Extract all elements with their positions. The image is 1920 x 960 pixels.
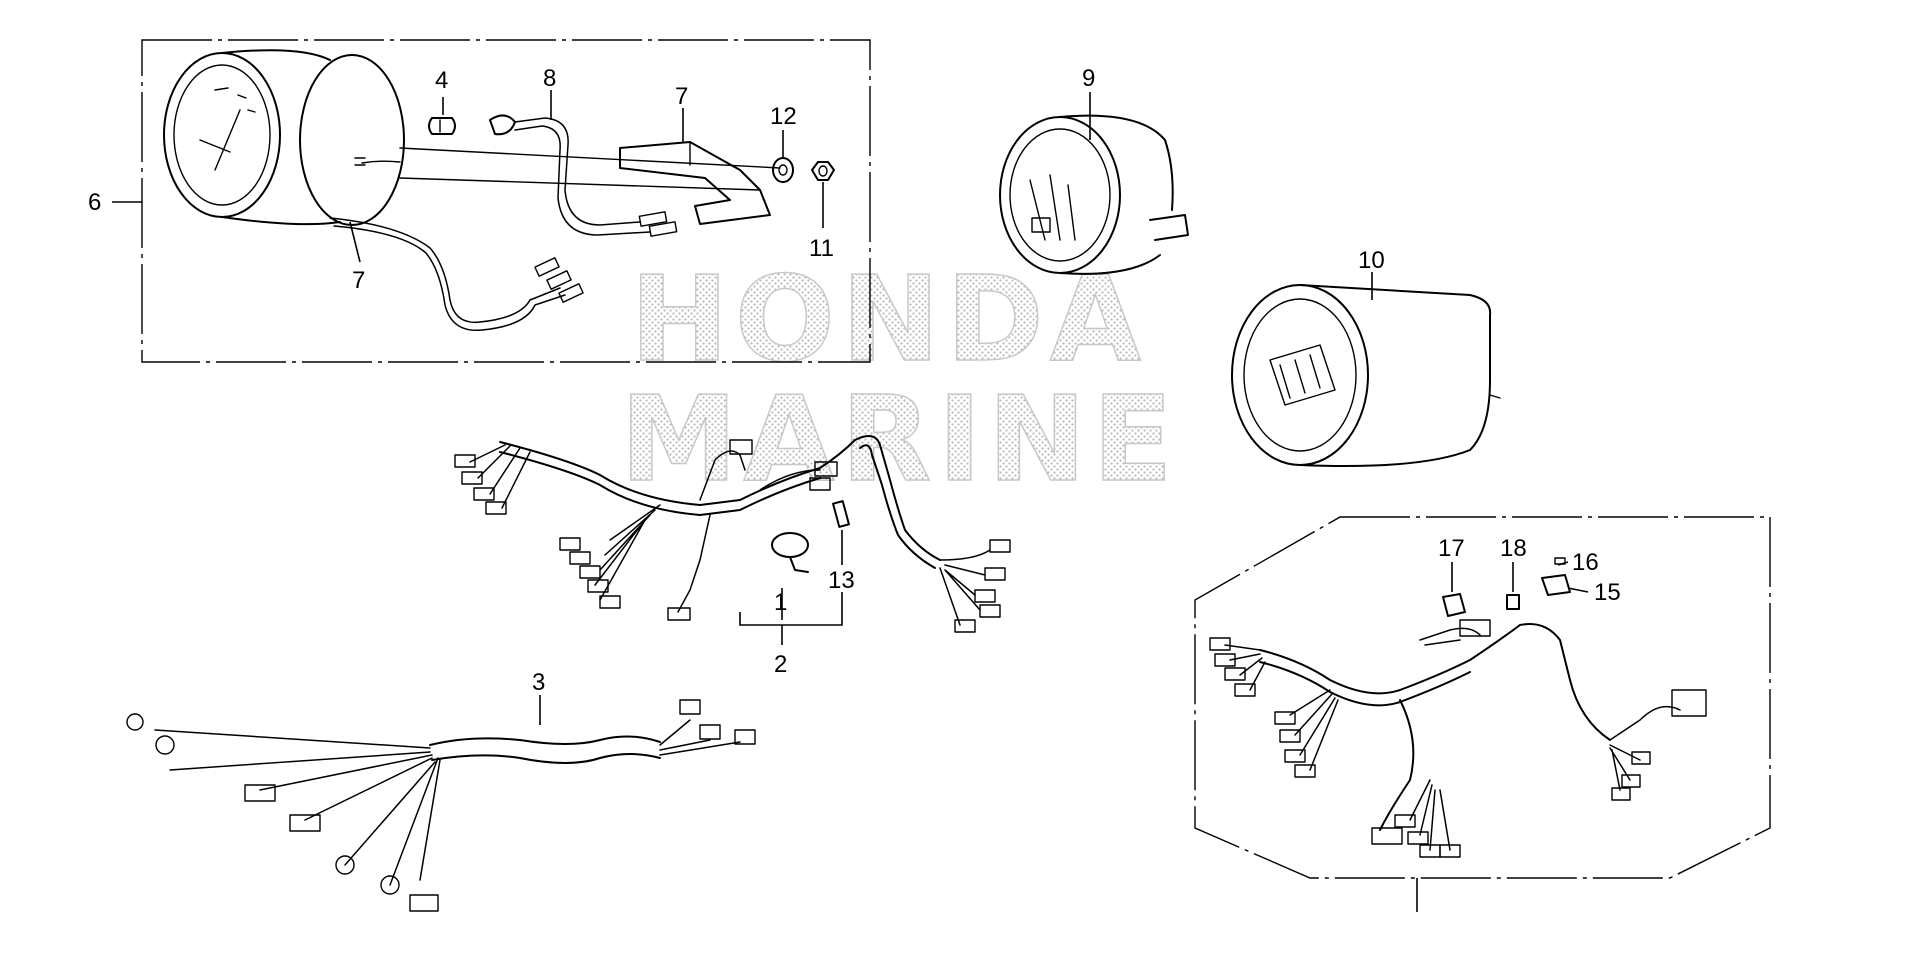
callout-8: 8	[543, 65, 556, 92]
harness-clamp	[771, 532, 809, 573]
callout-3: 3	[532, 669, 545, 696]
callout-5: 6	[88, 189, 101, 216]
relay	[1541, 574, 1571, 596]
holder-17	[1442, 593, 1466, 617]
watermark: HONDA MARINE	[619, 249, 1179, 509]
watermark-line-1: HONDA	[630, 250, 1147, 388]
tachometer	[163, 49, 405, 226]
washer	[772, 157, 794, 183]
bulb	[428, 117, 456, 135]
callout-16: 16	[1572, 549, 1599, 576]
callout-9: 9	[1082, 65, 1095, 92]
tach-connectors	[534, 257, 584, 303]
callout-15: 15	[1594, 579, 1621, 606]
bulb-socket-wire	[489, 114, 678, 237]
trim-meter	[1231, 284, 1501, 467]
watermark-line-2: MARINE	[620, 370, 1179, 508]
callout-2: 2	[774, 651, 787, 678]
callout-13: 13	[828, 567, 855, 594]
callout-12: 12	[770, 103, 797, 130]
nut	[811, 161, 835, 181]
fuse-18	[1506, 594, 1520, 610]
harness-kit-frame	[1194, 516, 1771, 879]
callout-4: 4	[435, 67, 448, 94]
meter-stay	[619, 141, 771, 225]
callout-10: 10	[1358, 247, 1385, 274]
extension-harness	[126, 699, 756, 912]
meter-kit-frame	[141, 39, 871, 363]
callout-numbers: 6 7 4 8 7 12 11 9 10 1 13 2 3 17 18 16 1…	[88, 65, 1621, 696]
callout-7: 7	[675, 83, 688, 110]
callout-1: 1	[774, 589, 787, 616]
callout-11: 11	[809, 235, 834, 262]
leader-lines	[112, 90, 1589, 912]
tach-wire	[329, 217, 561, 324]
fuel-gauge	[999, 114, 1189, 275]
fuse	[832, 500, 850, 528]
callout-18: 18	[1500, 535, 1527, 562]
callout-6: 7	[352, 267, 365, 294]
callout-17: 17	[1438, 535, 1465, 562]
harness-kit	[1209, 557, 1707, 858]
main-wire-harness	[454, 435, 1011, 633]
